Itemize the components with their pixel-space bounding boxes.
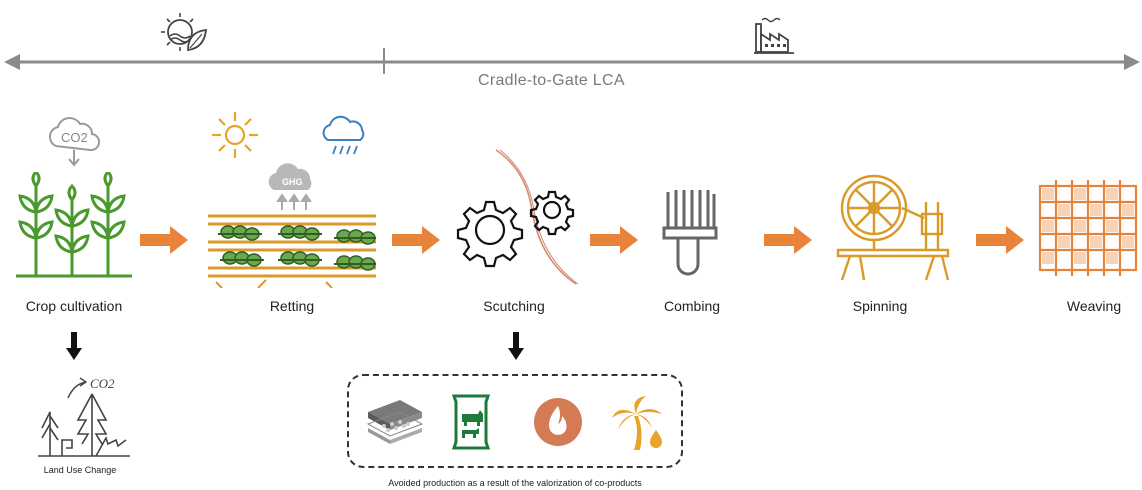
stage-label-crop-cultivation: Crop cultivation	[25, 298, 123, 314]
spinning-wheel-icon	[836, 174, 950, 281]
flow-arrow	[764, 226, 812, 254]
palm-oil-icon	[612, 396, 662, 450]
stage-label-spinning: Spinning	[852, 298, 908, 314]
coproducts-box	[347, 374, 683, 468]
flow-arrow	[140, 226, 188, 254]
land-use-change-icon: CO2	[38, 376, 130, 457]
flow-arrow	[976, 226, 1024, 254]
lca-scope-arrow	[4, 48, 1140, 74]
coproducts-label: Avoided production as a result of the va…	[388, 478, 642, 488]
co2-cloud-icon: CO2	[48, 117, 101, 167]
animal-feed-bag-icon	[451, 394, 491, 450]
down-arrow-icon	[66, 332, 82, 360]
gears-icon	[456, 149, 579, 285]
stage-label-scutching: Scutching	[483, 298, 545, 314]
sun-icon	[212, 112, 258, 158]
lca-scope-label: Cradle-to-Gate LCA	[478, 72, 625, 89]
flow-arrow	[392, 226, 440, 254]
co2-text: CO2	[61, 130, 88, 145]
rain-cloud-icon	[322, 115, 365, 155]
luc-co2-text: CO2	[90, 376, 115, 391]
down-arrow-icon	[508, 332, 524, 360]
plants-icon	[16, 172, 132, 278]
stage-label-weaving: Weaving	[1066, 298, 1122, 314]
board-panel-icon	[366, 400, 424, 444]
stage-label-retting: Retting	[269, 298, 315, 314]
stage-label-combing: Combing	[663, 298, 721, 314]
ghg-cloud-icon: GHG	[268, 163, 312, 210]
flow-arrow	[590, 226, 638, 254]
factory-icon	[754, 17, 794, 54]
ghg-text: GHG	[282, 177, 303, 187]
field-retting-icon	[208, 214, 376, 288]
comb-icon	[662, 190, 718, 276]
agriculture-nature-icon	[161, 13, 208, 52]
woven-fabric-icon	[1038, 180, 1138, 276]
fire-energy-icon	[534, 398, 582, 446]
land-use-change-label: Land Use Change	[43, 465, 117, 475]
